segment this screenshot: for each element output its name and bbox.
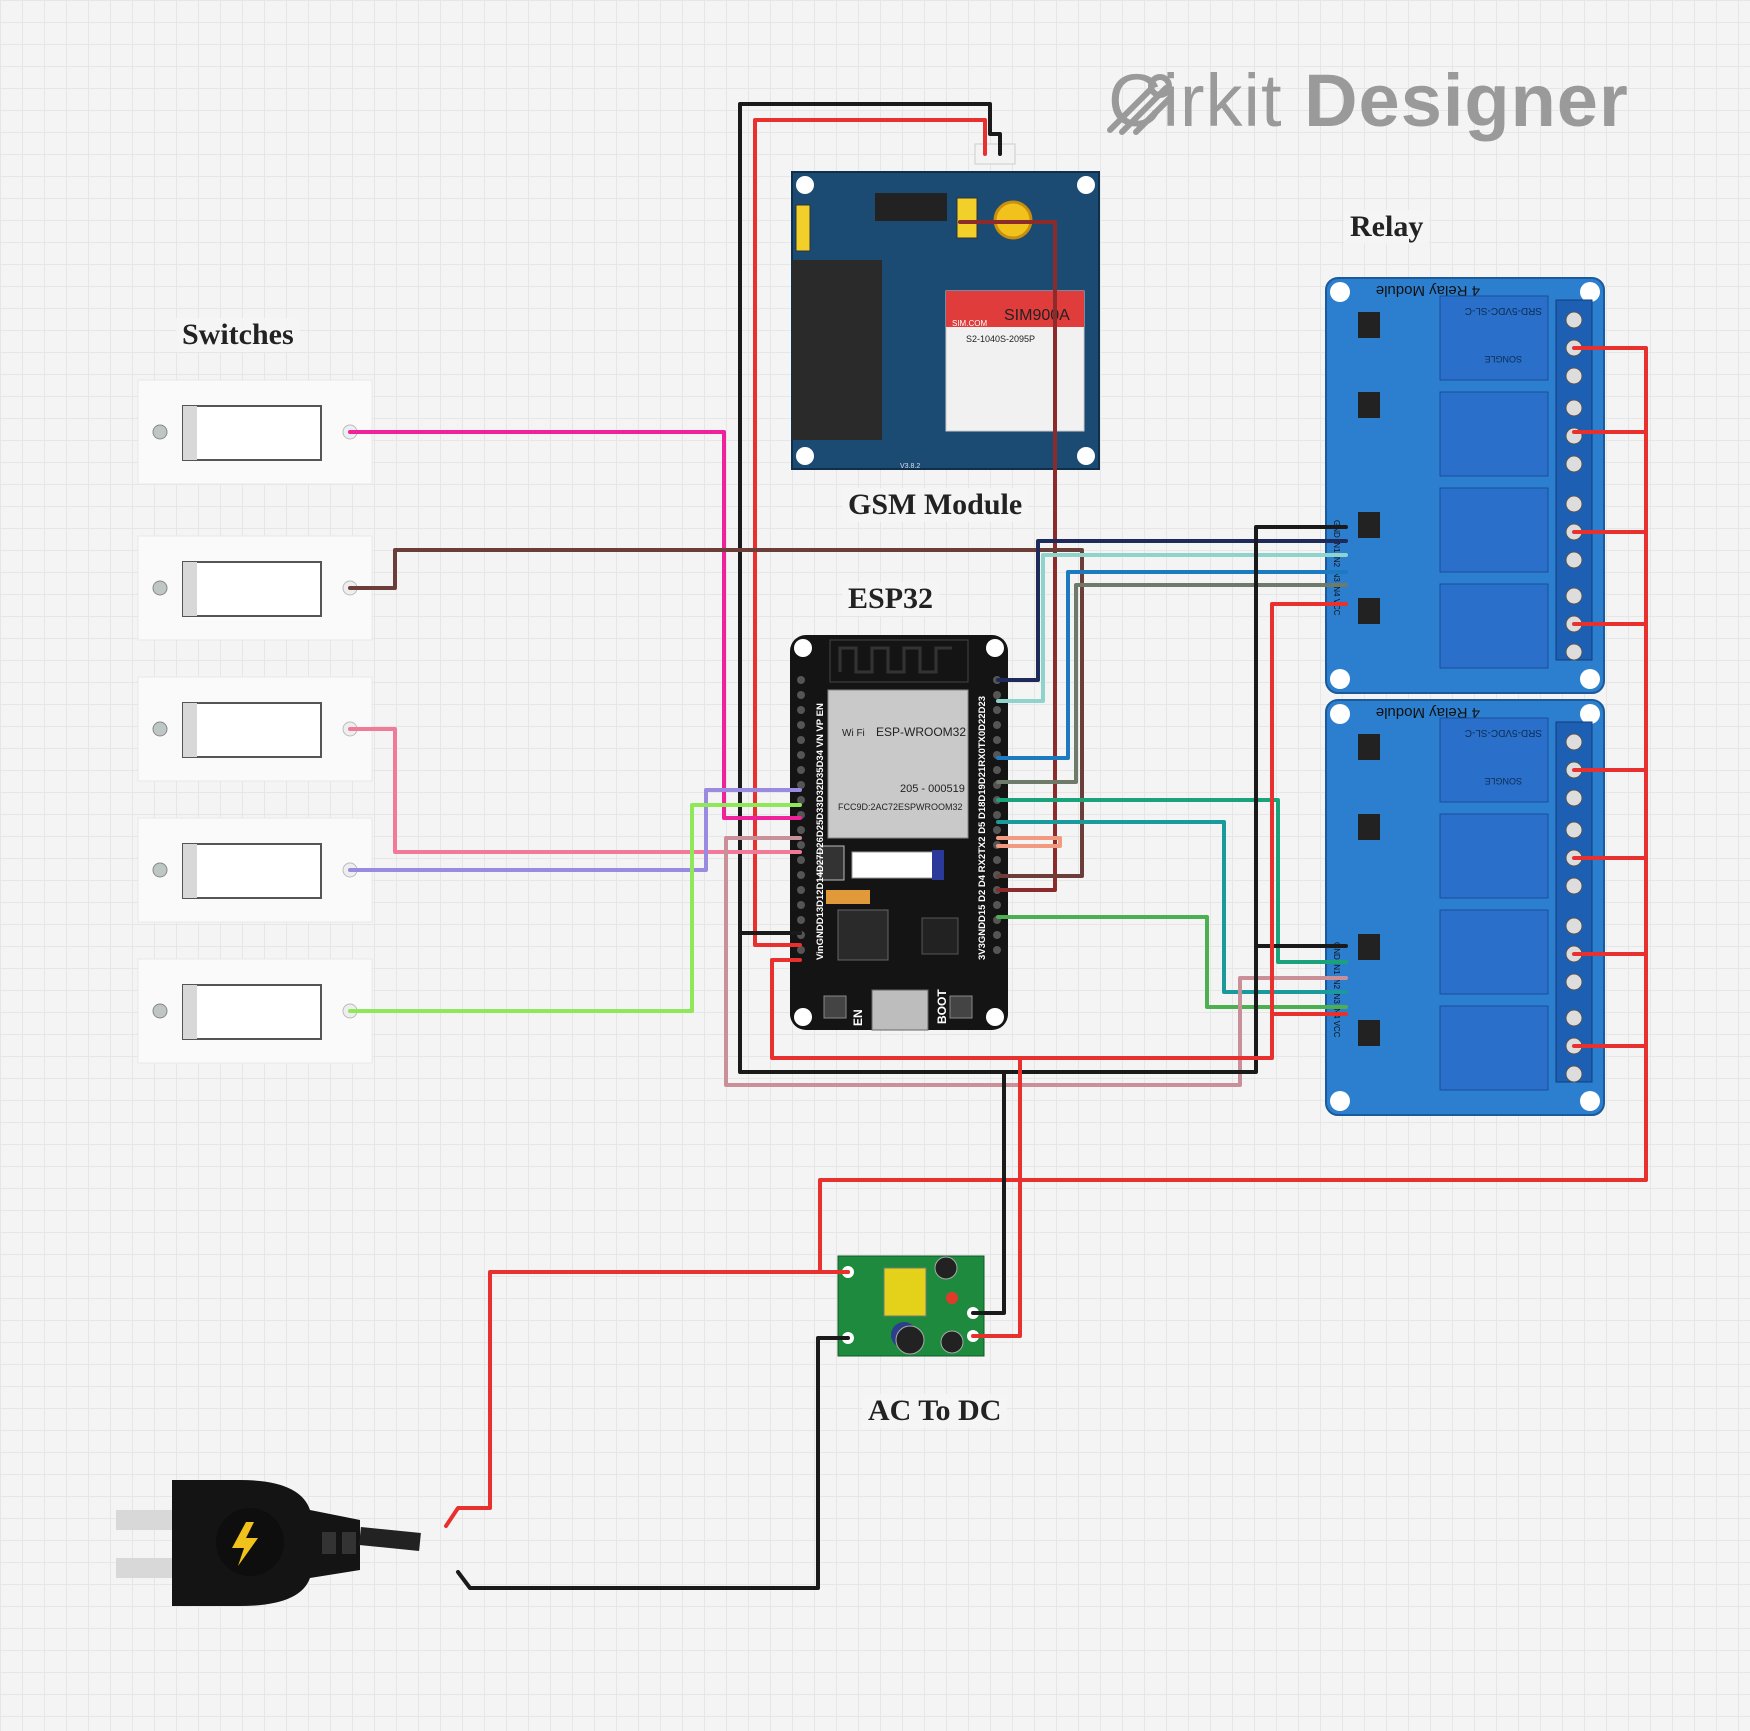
switch-5[interactable] bbox=[137, 958, 373, 1064]
esp32-left-pins: VinGNDD13D12D14D27D26D25D33D32D35D34 VN … bbox=[815, 703, 826, 960]
esp32-right-pins: 3V3GNDD15 D2 D4 RX2TX2 D5 D18D19D21RX0TX… bbox=[977, 696, 988, 960]
relay-module-2[interactable]: 4 Relay Module SRD-5VDC-SL-C SONGLE GND … bbox=[1325, 699, 1605, 1116]
esp32-cert: 205 - 000519 bbox=[900, 783, 965, 795]
power-plug[interactable] bbox=[116, 1480, 421, 1606]
gsm-chip-brand: SIM.COM bbox=[952, 319, 987, 328]
esp32-board[interactable]: ESP-WROOM32 Wi Fi 205 - 000519 FCC9D:2AC… bbox=[790, 635, 1008, 1031]
gsm-chip-code: S2-1040S-2095P bbox=[966, 334, 1035, 344]
brand-logo: Cirkit Designer bbox=[1108, 58, 1629, 143]
brand-product: Designer bbox=[1304, 59, 1629, 142]
relay2-pin-labels: GND IN1 IN2 IN3 IN4 VCC bbox=[1332, 942, 1341, 1038]
esp32-label: ESP32 bbox=[842, 582, 940, 616]
relay2-part-label: SRD-5VDC-SL-C bbox=[1465, 727, 1542, 738]
relay1-pin-labels: GND IN1 IN2 IN3 IN4 VCC bbox=[1332, 520, 1341, 616]
gsm-module[interactable]: SIM900A SIM.COM S2-1040S-2095P V3.8.2 bbox=[791, 143, 1100, 470]
wires bbox=[348, 102, 1648, 1590]
relay2-maker: SONGLE bbox=[1484, 776, 1522, 786]
lightning-icon bbox=[232, 1522, 258, 1566]
ac-dc-converter[interactable] bbox=[837, 1255, 985, 1357]
esp32-wifi-logo: Wi Fi bbox=[842, 728, 865, 739]
acdc-label: AC To DC bbox=[862, 1394, 1008, 1428]
relay-module-1[interactable]: 4 Relay Module SRD-5VDC-SL-C SONGLE GND … bbox=[1325, 277, 1605, 694]
esp32-boot-label: BOOT bbox=[935, 989, 949, 1024]
relay1-title: 4 Relay Module bbox=[1376, 282, 1480, 299]
gsm-module-label: GSM Module bbox=[842, 488, 1029, 522]
gsm-chip-name: SIM900A bbox=[1004, 307, 1070, 324]
esp32-en-label: EN bbox=[851, 1009, 865, 1026]
switch-bank bbox=[137, 379, 373, 1064]
cirkit-logo-icon bbox=[1107, 74, 1173, 135]
switches-label: Switches bbox=[176, 318, 300, 352]
relay-label: Relay bbox=[1344, 210, 1430, 244]
relay1-maker: SONGLE bbox=[1484, 354, 1522, 364]
switch-3[interactable] bbox=[137, 676, 373, 782]
brand-name: Cirkit bbox=[1108, 59, 1283, 142]
relay2-title: 4 Relay Module bbox=[1376, 704, 1480, 721]
esp32-module-name: ESP-WROOM32 bbox=[876, 725, 966, 739]
switch-4[interactable] bbox=[137, 817, 373, 923]
switch-1[interactable] bbox=[137, 379, 373, 485]
switch-2[interactable] bbox=[137, 535, 373, 641]
relay1-part-label: SRD-5VDC-SL-C bbox=[1465, 305, 1542, 316]
esp32-fcc: FCC9D:2AC72ESPWROOM32 bbox=[838, 802, 963, 812]
gsm-board-version: V3.8.2 bbox=[900, 463, 920, 470]
